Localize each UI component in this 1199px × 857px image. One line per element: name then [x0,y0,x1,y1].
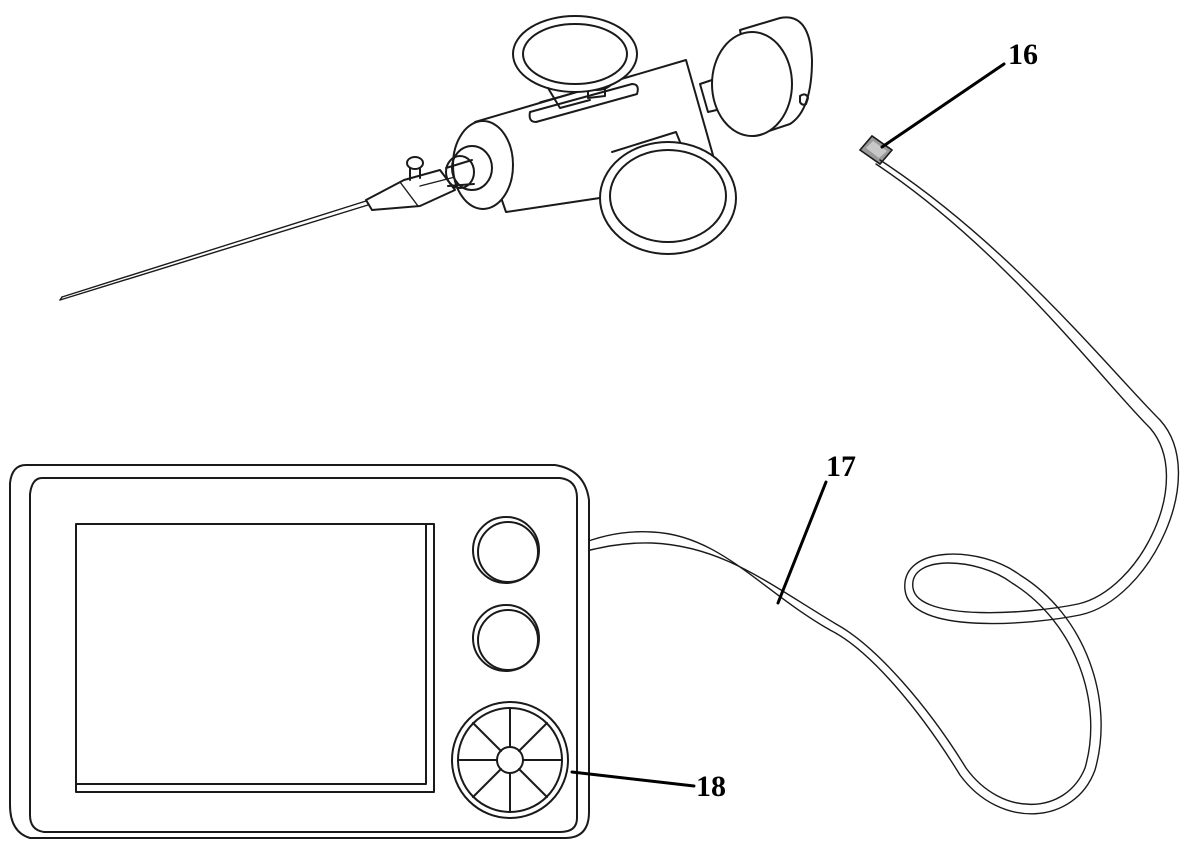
leader-16 [880,62,1006,149]
leader-18 [570,770,696,788]
needle-injector [59,15,813,301]
ref-label-18: 18 [696,770,726,803]
housing-face [29,477,578,833]
rear-cap [699,16,813,137]
cable [577,159,1180,815]
control-dial [451,701,569,819]
needle-shaft [59,200,369,301]
display-unit [9,464,590,839]
middle-button [472,604,540,672]
screen [75,523,435,793]
leader-lines [570,62,1006,788]
top-finger-ring [512,15,638,109]
bottom-finger-ring [599,131,737,255]
upper-button [472,516,540,584]
ref-label-16: 16 [1008,38,1038,71]
needle-hub [365,156,456,211]
ref-label-17: 17 [826,450,856,483]
leader-17 [776,480,828,605]
sensor-tip [858,134,894,166]
